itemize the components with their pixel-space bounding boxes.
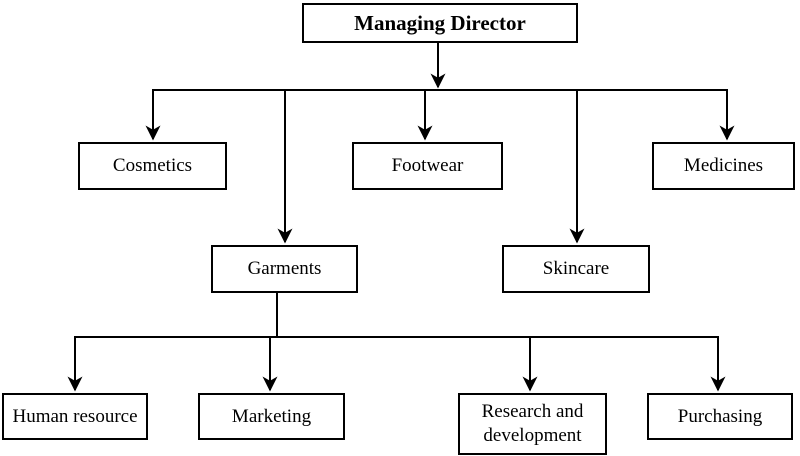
node-garments: Garments <box>211 245 358 293</box>
node-garments-label: Garments <box>247 258 322 279</box>
node-medicines-label: Medicines <box>683 155 764 176</box>
node-human-resource-label: Human resource <box>12 405 138 427</box>
node-medicines: Medicines <box>652 142 795 190</box>
node-research-and-development: Research and development <box>458 393 607 455</box>
node-purchasing-label: Purchasing <box>677 405 763 427</box>
node-cosmetics-label: Cosmetics <box>112 155 193 176</box>
node-human-resource: Human resource <box>2 393 148 440</box>
node-research-and-development-label: Research and development <box>481 401 584 446</box>
node-managing-director-label: Managing Director <box>354 11 526 35</box>
node-skincare: Skincare <box>502 245 650 293</box>
node-footwear: Footwear <box>352 142 503 190</box>
node-managing-director: Managing Director <box>302 3 578 43</box>
node-cosmetics: Cosmetics <box>78 142 227 190</box>
node-skincare-label: Skincare <box>542 258 610 279</box>
node-marketing-label: Marketing <box>231 405 312 427</box>
node-marketing: Marketing <box>198 393 345 440</box>
node-footwear-label: Footwear <box>391 155 464 176</box>
node-purchasing: Purchasing <box>647 393 793 440</box>
